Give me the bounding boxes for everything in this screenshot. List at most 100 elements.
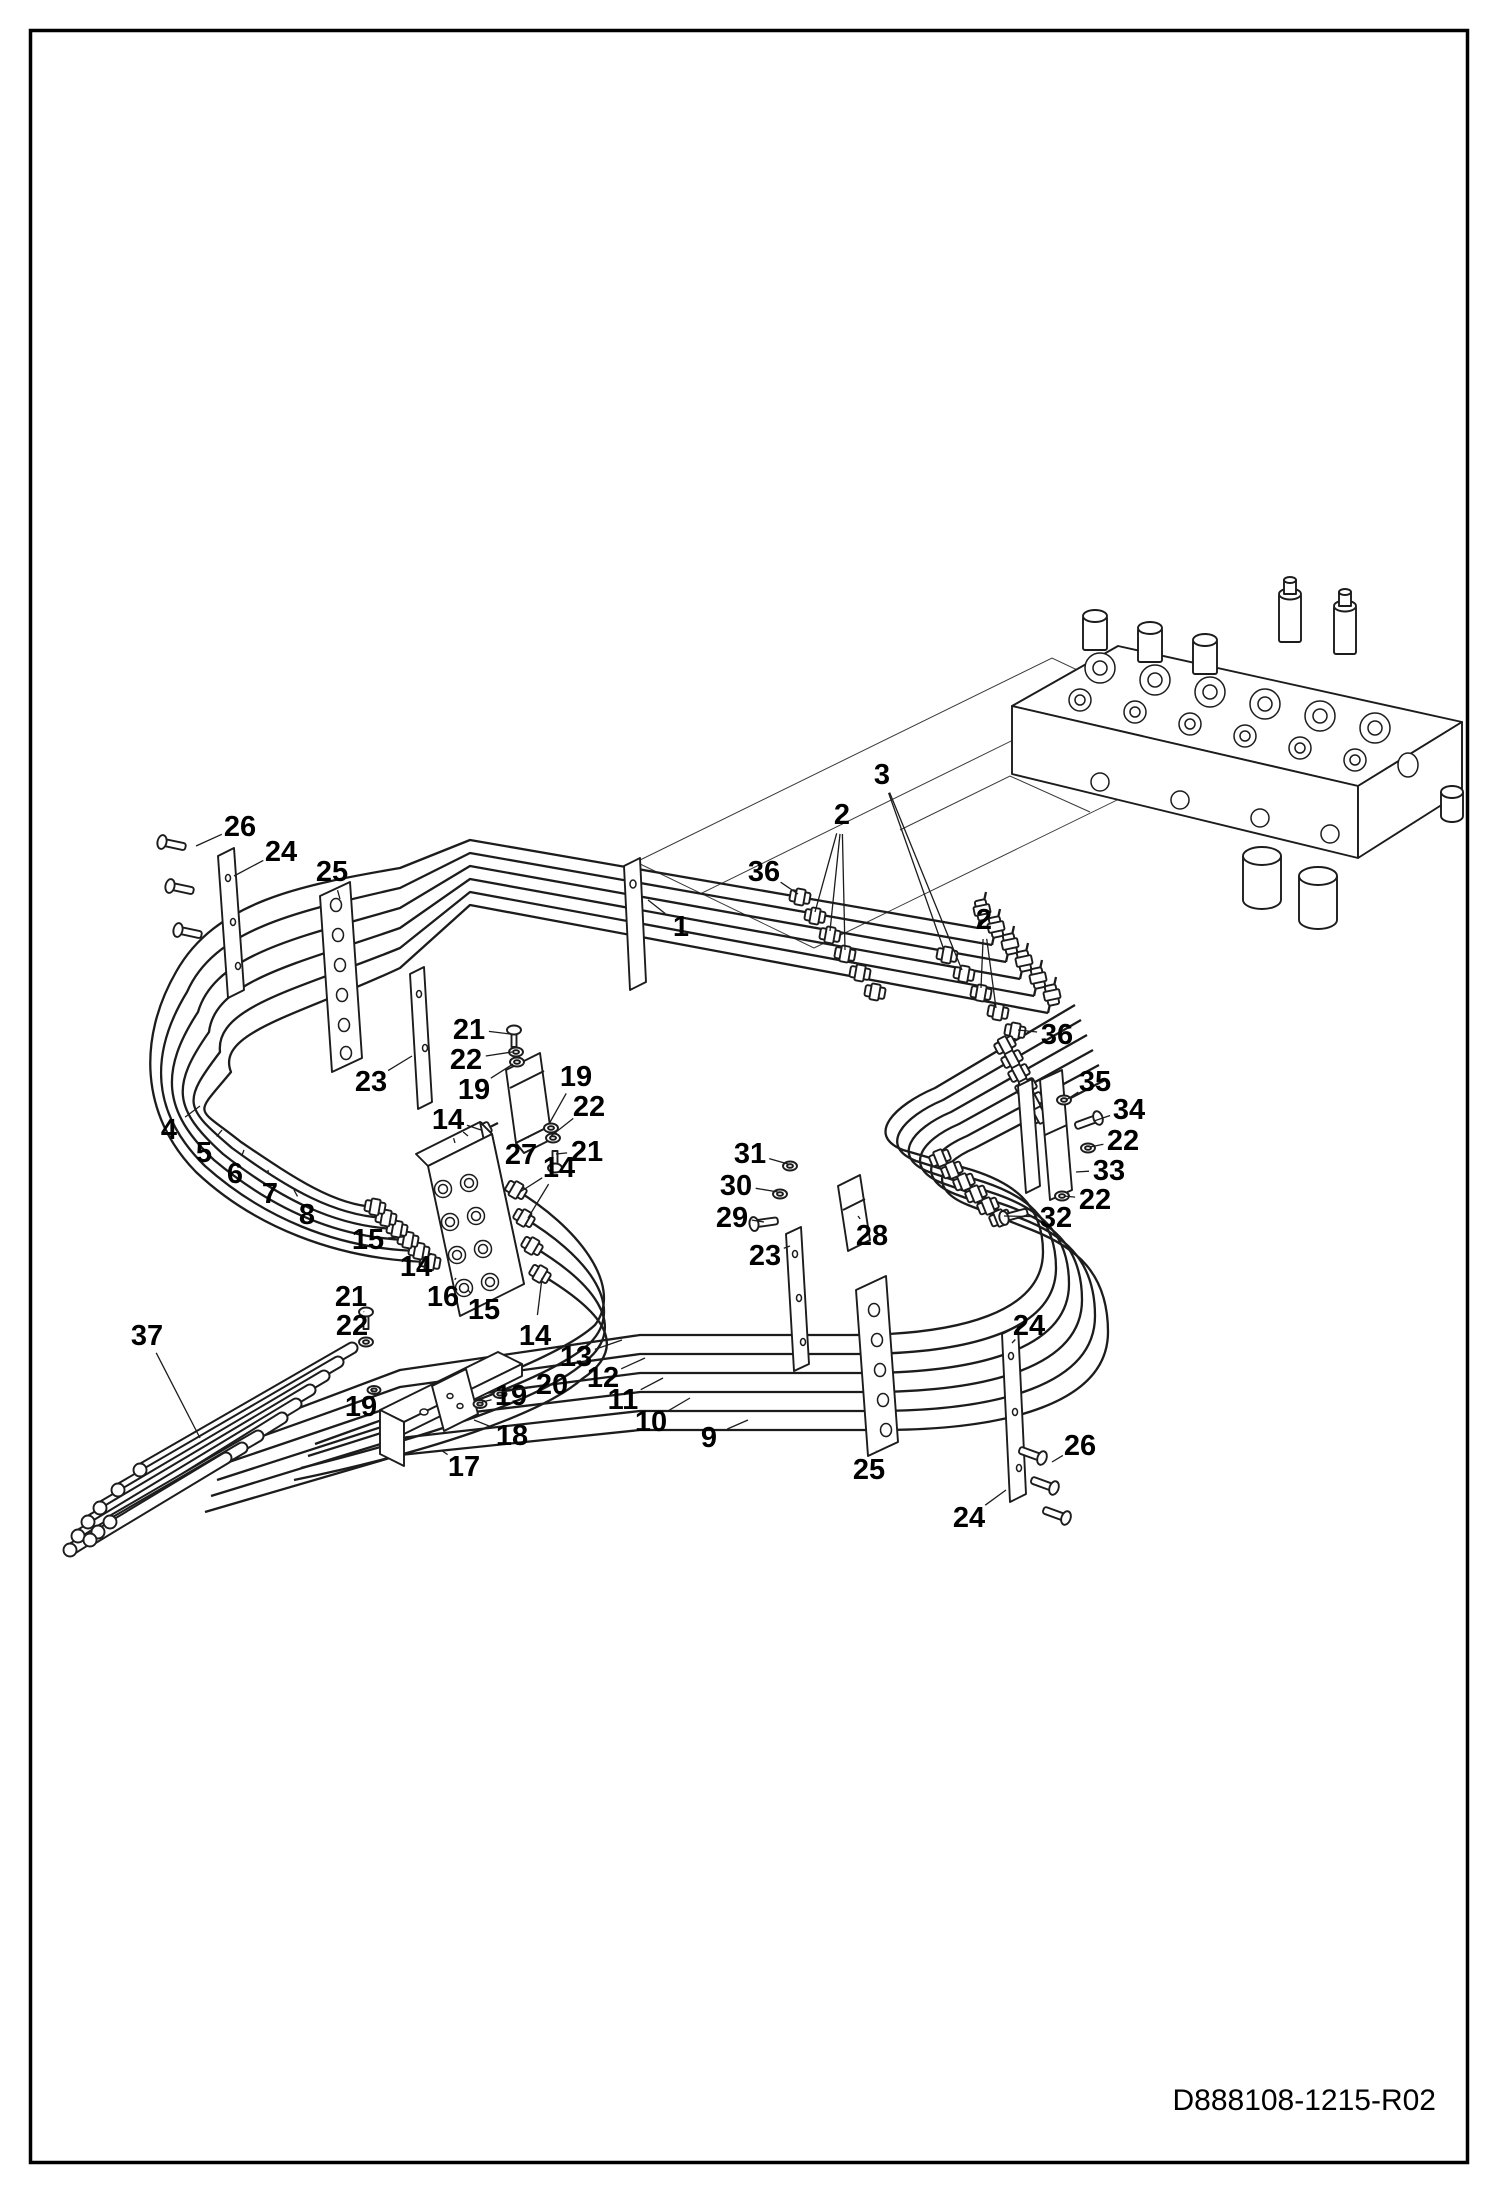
callout-label: 2 <box>976 904 992 936</box>
callout-4: 4 <box>161 1105 201 1146</box>
clamp-block-25-left <box>319 881 363 1073</box>
callout-14: 14 <box>400 1251 432 1283</box>
callout-label: 24 <box>1013 1310 1045 1342</box>
callout-label: 22 <box>450 1044 482 1076</box>
callout-label: 13 <box>560 1341 592 1373</box>
callout-9: 9 <box>701 1419 749 1454</box>
callout-label: 32 <box>1040 1202 1072 1234</box>
callout-2: 2 <box>814 799 850 951</box>
callout-8: 8 <box>293 1189 315 1231</box>
clamp-block-25-right <box>855 1275 899 1457</box>
callout-label: 19 <box>458 1074 490 1106</box>
callout-label: 26 <box>224 811 256 843</box>
callout-label: 7 <box>262 1178 278 1210</box>
callout-14: 14 <box>432 1104 482 1144</box>
clamp-bar-23-left <box>409 966 433 1110</box>
callout-label: 1 <box>673 911 689 943</box>
callout-22: 22 <box>450 1044 513 1076</box>
control-valve <box>1011 576 1464 930</box>
callout-37: 37 <box>131 1320 201 1439</box>
callout-22: 22 <box>1063 1184 1111 1216</box>
callout-label: 24 <box>265 836 297 868</box>
callout-label: 37 <box>131 1320 163 1352</box>
upper-hose-group <box>149 838 1058 1264</box>
callout-label: 11 <box>608 1384 639 1416</box>
callout-36: 36 <box>748 856 799 895</box>
callout-label: 19 <box>560 1061 592 1093</box>
diagram-art <box>62 576 1464 1558</box>
callout-19: 19 <box>548 1061 592 1125</box>
callout-21: 21 <box>453 1014 511 1046</box>
callout-34: 34 <box>1093 1094 1145 1126</box>
callout-label: 23 <box>355 1066 387 1098</box>
callout-29: 29 <box>716 1202 765 1234</box>
callout-36: 36 <box>1017 1019 1073 1051</box>
valve-front-plugs <box>1090 752 1419 844</box>
callout-32: 32 <box>1003 1202 1072 1234</box>
callout-26: 26 <box>195 811 256 847</box>
callout-23: 23 <box>749 1240 791 1272</box>
clamp-bar-24-left <box>217 847 245 999</box>
callout-label: 28 <box>856 1220 888 1252</box>
callout-11: 11 <box>608 1377 664 1416</box>
callout-label: 21 <box>335 1281 367 1313</box>
callout-23: 23 <box>355 1055 413 1098</box>
callout-label: 19 <box>495 1380 527 1412</box>
callout-28: 28 <box>856 1215 888 1252</box>
callout-label: 5 <box>196 1137 212 1169</box>
valve-top-ports <box>1068 652 1391 772</box>
bolts-26-left <box>155 833 204 943</box>
callout-label: 9 <box>701 1422 717 1454</box>
callout-5: 5 <box>196 1129 223 1169</box>
callout-14: 14 <box>519 1152 575 1219</box>
callout-27: 27 <box>505 1135 537 1171</box>
callout-label: 18 <box>496 1420 528 1452</box>
callout-label: 3 <box>874 759 890 791</box>
callout-22: 22 <box>550 1091 605 1137</box>
callout-25: 25 <box>316 856 348 900</box>
callout-label: 25 <box>853 1454 885 1486</box>
callout-label: 14 <box>543 1152 575 1184</box>
callout-10: 10 <box>635 1397 691 1438</box>
callout-15: 15 <box>467 1289 500 1326</box>
callout-26: 26 <box>1051 1430 1096 1463</box>
callout-20: 20 <box>501 1369 568 1401</box>
lower-hose-group <box>204 1004 1110 1514</box>
page-border <box>28 28 1470 2165</box>
callout-2: 2 <box>976 904 997 1009</box>
callout-label: 27 <box>505 1139 537 1171</box>
callout-25: 25 <box>853 1449 885 1486</box>
callout-1: 1 <box>647 899 689 943</box>
bracket-27 <box>505 1024 563 1174</box>
callout-label: 10 <box>635 1406 667 1438</box>
callout-18: 18 <box>473 1419 528 1452</box>
callout-24: 24 <box>953 1489 1007 1534</box>
callout-24: 24 <box>1011 1310 1045 1344</box>
drawing-number: D888108-1215-R02 <box>1172 2084 1436 2117</box>
callout-33: 33 <box>1075 1155 1125 1187</box>
callout-label: 21 <box>453 1014 485 1046</box>
callout-22: 22 <box>336 1310 368 1342</box>
callout-label: 16 <box>427 1281 459 1313</box>
callout-label: 15 <box>352 1224 384 1256</box>
callout-label: 33 <box>1093 1155 1125 1187</box>
callout-3: 3 <box>874 759 963 971</box>
callout-19: 19 <box>458 1063 514 1106</box>
clamp-bar-24-right <box>1001 1325 1027 1503</box>
callout-label: 14 <box>519 1320 551 1352</box>
callout-label: 34 <box>1113 1094 1145 1126</box>
callout-label: 14 <box>400 1251 432 1283</box>
manifold-block-16 <box>415 1121 525 1317</box>
valve-caps <box>1082 576 1357 675</box>
callout-35: 35 <box>1065 1066 1111 1101</box>
callout-24: 24 <box>233 836 297 877</box>
callout-21: 21 <box>555 1136 603 1168</box>
callout-label: 22 <box>1079 1184 1111 1216</box>
callout-22: 22 <box>1089 1125 1139 1157</box>
callout-label: 12 <box>587 1362 619 1394</box>
clamp-bar-1 <box>623 857 647 991</box>
callout-label: 2 <box>834 799 850 831</box>
